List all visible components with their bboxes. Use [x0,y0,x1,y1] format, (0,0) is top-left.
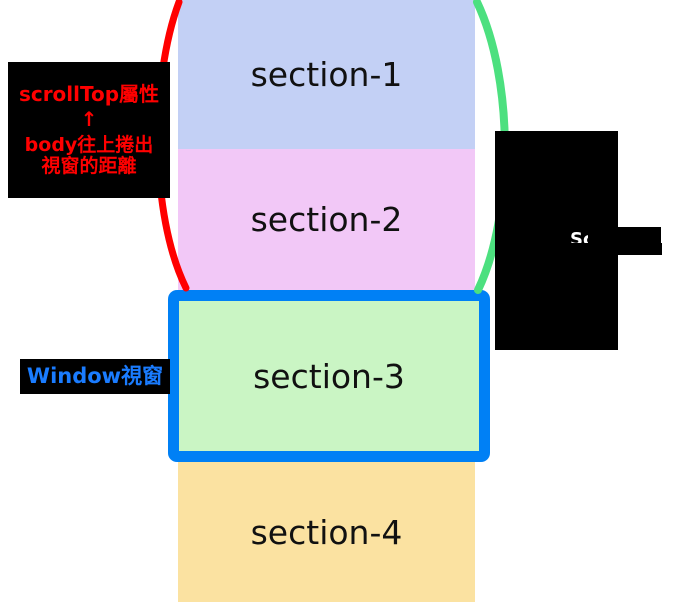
section-2-box: section-2 [178,149,475,290]
window-viewport-annotation: Window視窗 [20,359,170,394]
section-1-label: section-1 [250,55,403,94]
section-2-label: section-2 [250,200,403,239]
redaction-bar-lower [570,243,662,255]
up-arrow-icon: ↑ [80,107,98,132]
section-3-box: section-3 [179,301,479,451]
scrolltop-desc-line-2: 視窗的距離 [41,154,137,177]
section-4-box: section-4 [178,462,475,602]
window-viewport-frame: section-3 [168,290,490,462]
section-3-label: section-3 [253,356,405,396]
scrolltop-title: scrollTop屬性 [18,81,160,106]
scrolltop-annotation: scrollTop屬性 ↑ body往上捲出 視窗的距離 [8,62,170,198]
window-viewport-label: Window視窗 [26,363,164,388]
scrolltop-desc-line-1: body往上捲出 [24,133,154,156]
section-1-box: section-1 [178,0,475,149]
section-4-label: section-4 [250,512,403,552]
